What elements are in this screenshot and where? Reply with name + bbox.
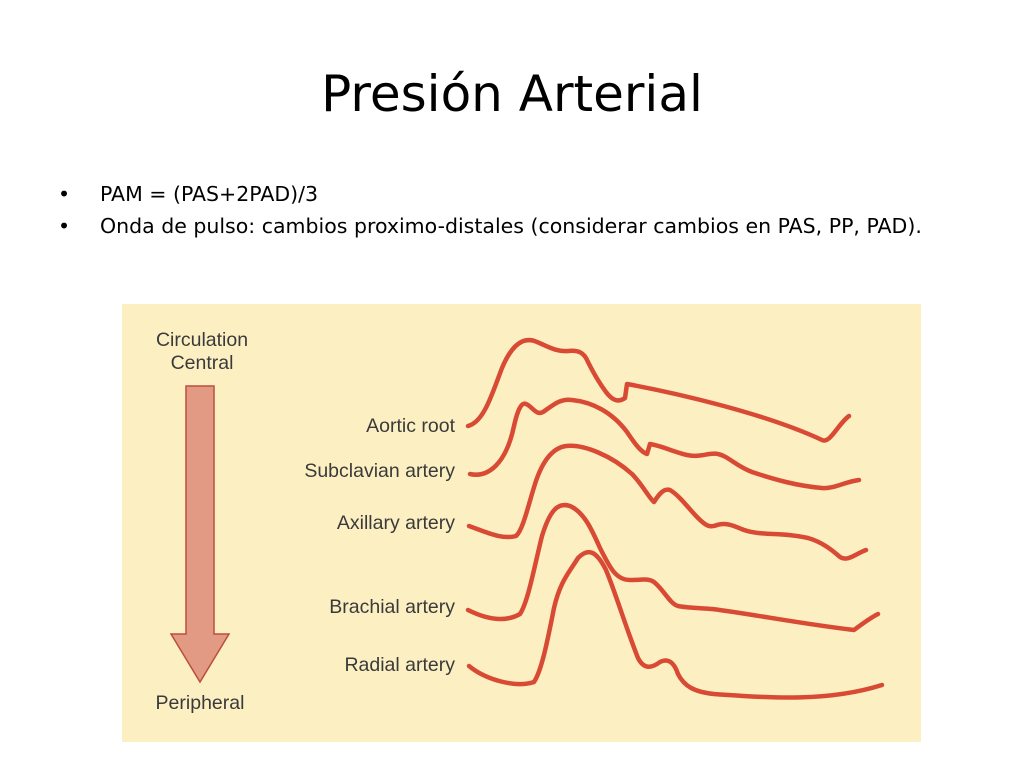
waveform-aortic-root bbox=[465, 337, 852, 443]
central-label-line1: Circulation bbox=[155, 329, 249, 351]
figure-graphics bbox=[169, 337, 885, 700]
waveform-label-subclavian-artery: Subclavian artery bbox=[304, 460, 455, 482]
waveform-label-aortic-root: Aortic root bbox=[366, 415, 455, 437]
waveform-label-radial-artery: Radial artery bbox=[344, 654, 455, 676]
central-circulation-label: Circulation Central bbox=[122, 329, 282, 375]
central-label-line2: Central bbox=[170, 352, 234, 374]
waveform-subclavian-artery bbox=[467, 397, 862, 491]
pulse-wave-figure: Circulation Central Peripheral Aortic ro… bbox=[122, 304, 921, 742]
waveform-label-brachial-artery: Brachial artery bbox=[329, 596, 455, 618]
bullet-list: • PAM = (PAS+2PAD)/3 • Onda de pulso: ca… bbox=[58, 180, 958, 244]
bullet-text: PAM = (PAS+2PAD)/3 bbox=[100, 182, 319, 206]
bullet-text: Onda de pulso: cambios proximo-distales … bbox=[100, 214, 922, 238]
central-to-peripheral-arrow bbox=[169, 385, 231, 684]
slide-title: Presión Arterial bbox=[321, 65, 703, 123]
waveform-brachial-artery bbox=[465, 502, 881, 633]
bullet-item: • PAM = (PAS+2PAD)/3 bbox=[58, 180, 958, 208]
waveform-axillary-artery bbox=[466, 443, 869, 561]
bullet-mark: • bbox=[58, 214, 71, 238]
bullet-mark: • bbox=[58, 182, 71, 206]
waveform-radial-artery bbox=[466, 549, 885, 700]
bullet-item: • Onda de pulso: cambios proximo-distale… bbox=[58, 212, 958, 240]
peripheral-label: Peripheral bbox=[155, 692, 245, 714]
waveform-label-axillary-artery: Axillary artery bbox=[336, 512, 455, 534]
